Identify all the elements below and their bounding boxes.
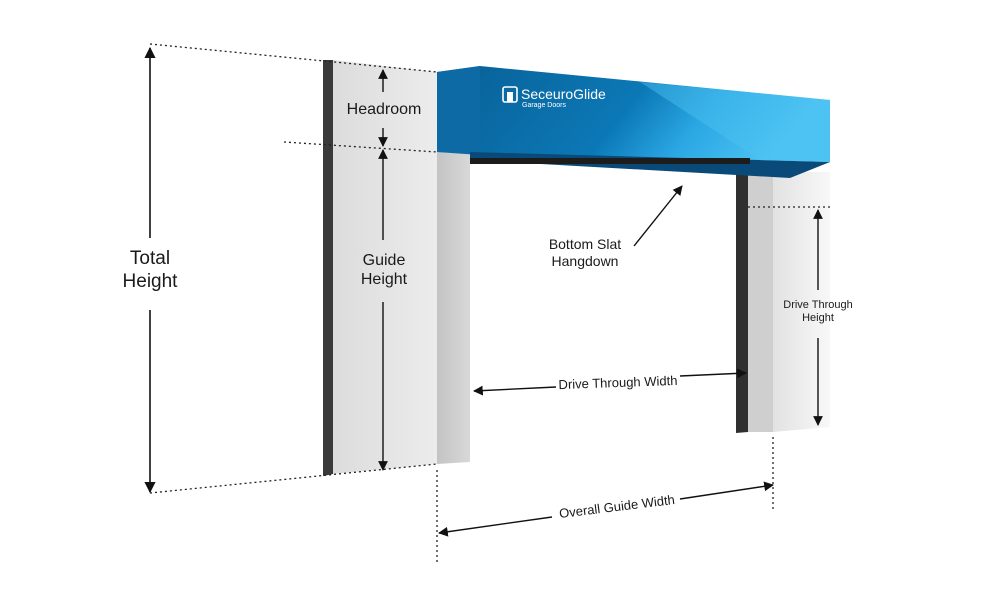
headroom-label: Headroom (346, 101, 422, 118)
right-guide-pillar (736, 172, 830, 433)
brand-name: SeceuroGlide (521, 86, 606, 102)
bottom-slat-line-2: Hangdown (551, 252, 619, 269)
drive-through-width-arrow (473, 368, 747, 396)
guide-height-label: Guide Height (344, 251, 424, 289)
total-height-line-2: Height (122, 270, 178, 292)
guide-height-line-1: Guide (362, 252, 406, 269)
left-guide-pillar (323, 60, 470, 476)
extension-lines (149, 43, 830, 565)
bottom-slat-arrow (633, 185, 683, 247)
bottom-slat-label: Bottom Slat Hangdown (530, 236, 640, 270)
drive-through-height-label: Drive Through Height (776, 299, 860, 325)
drive-through-height-line-2: Height (802, 312, 834, 325)
guide-height-line-2: Height (360, 271, 408, 289)
total-height-label: Total Height (110, 248, 190, 294)
door-logo-icon (502, 86, 518, 103)
header-box (437, 66, 830, 178)
overall-guide-width-arrow (438, 481, 774, 537)
bottom-slat-line-1: Bottom Slat (548, 236, 622, 252)
drive-through-height-line-1: Drive Through (783, 299, 853, 311)
brand-tagline: Garage Doors (522, 102, 566, 109)
total-height-line-1: Total (129, 248, 171, 269)
